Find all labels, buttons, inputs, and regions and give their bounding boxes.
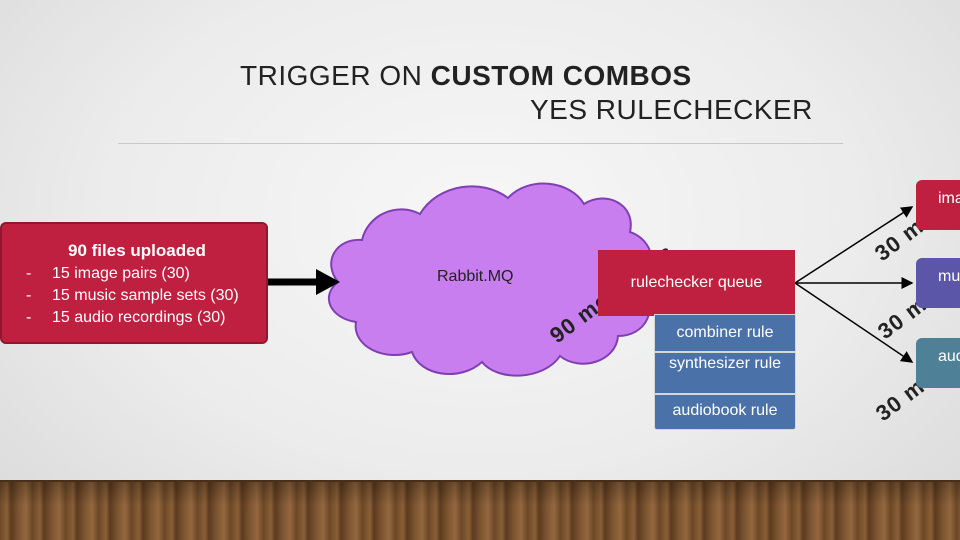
upload-heading: 90 files uploaded (68, 241, 206, 260)
branch-line-3 (794, 282, 914, 363)
cloud-label: Rabbit.MQ (437, 268, 514, 285)
wood-floor (0, 480, 960, 540)
target-box: ima (916, 180, 960, 230)
bullet-dash: - (26, 265, 32, 282)
title-divider (118, 143, 843, 144)
upload-item-text: 15 image pairs (30) (52, 265, 190, 282)
slide-subtitle: YES RULECHECKER (530, 94, 813, 125)
rule-box: synthesizer rule (654, 352, 796, 394)
branch-line-1 (794, 206, 914, 284)
target-label: ima (938, 190, 960, 207)
upload-box: 90 files uploaded - 15 image pairs (30) -… (0, 222, 268, 344)
upload-arrowhead (316, 269, 340, 295)
rule-box: combiner rule (654, 314, 796, 352)
slide-title: TRIGGER ON CUSTOM COMBOS (240, 60, 692, 92)
rule-box: audiobook rule (654, 394, 796, 430)
target-label: audio (938, 348, 960, 365)
upload-item-text: 15 audio recordings (30) (52, 309, 226, 326)
upload-item: - 15 image pairs (30) (26, 265, 190, 283)
bullet-dash: - (26, 309, 32, 326)
upload-item: - 15 music sample sets (30) (26, 287, 239, 305)
target-box: audio (916, 338, 960, 388)
title-prefix: TRIGGER ON (240, 60, 431, 91)
target-label: mus (938, 268, 960, 285)
upload-item: - 15 audio recordings (30) (26, 309, 225, 327)
target-box: mus (916, 258, 960, 308)
upload-item-text: 15 music sample sets (30) (52, 287, 239, 304)
queue-label: rulechecker queue (630, 274, 763, 291)
bullet-dash: - (26, 287, 32, 304)
title-bold: CUSTOM COMBOS (430, 60, 692, 91)
queue-box: rulechecker queue (598, 250, 795, 316)
